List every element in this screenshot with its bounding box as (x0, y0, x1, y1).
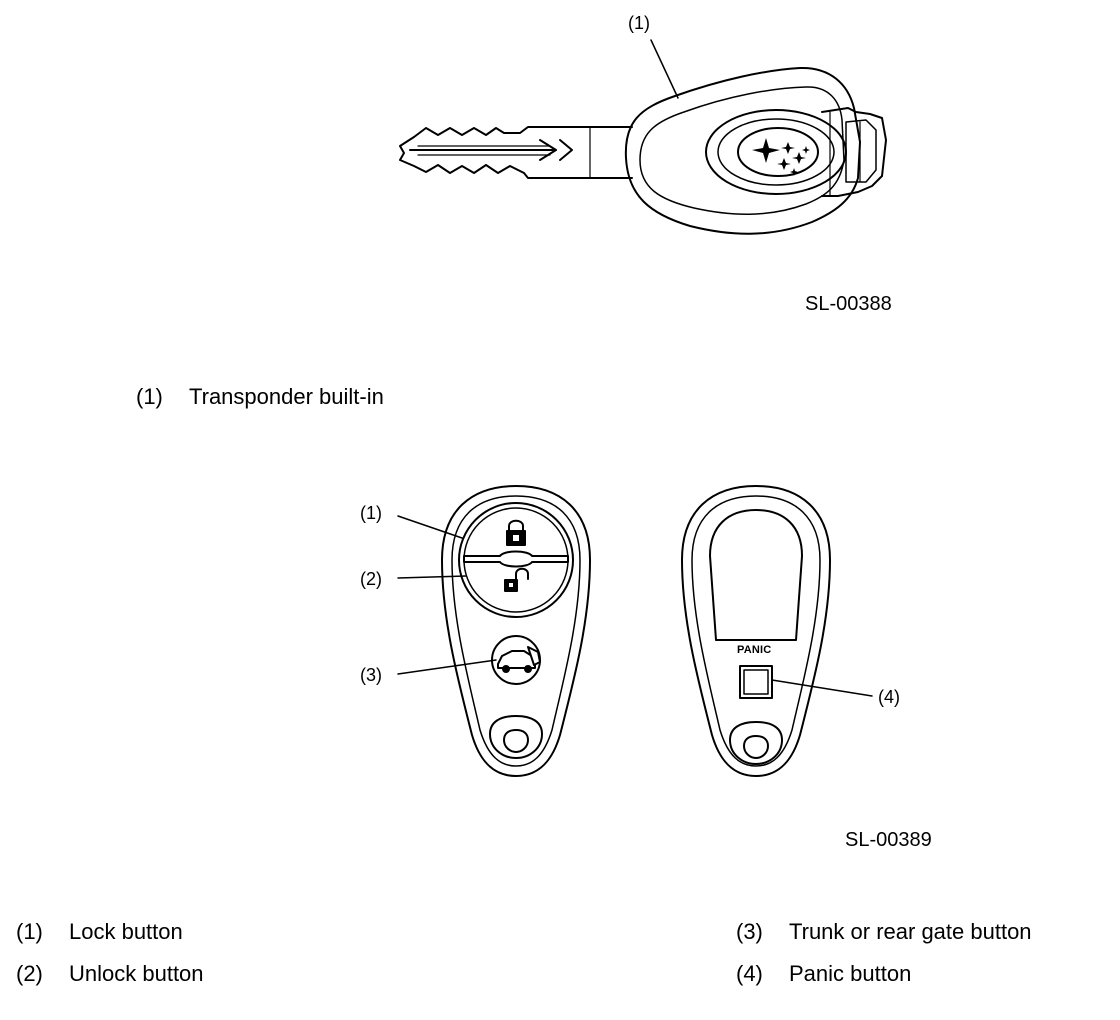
panic-button (743, 669, 769, 695)
remote-legend-num-4: (4) (736, 961, 763, 986)
remote-front-body (441, 485, 591, 777)
remote-callout-3: (3) (360, 665, 382, 685)
remote-legend-text-4: Panic button (789, 961, 912, 986)
key-legend-text-1: Transponder built-in (189, 384, 384, 409)
key-blade (399, 126, 633, 179)
remote-back (681, 485, 873, 777)
key-ring-cap (821, 107, 887, 197)
leader-3 (397, 659, 497, 675)
leader-1 (397, 515, 463, 539)
label-window (709, 509, 803, 641)
remote-legend-text-1: Lock button (69, 919, 183, 944)
remote-legend-num-3: (3) (736, 919, 763, 944)
lock-icon (506, 519, 526, 546)
button-divider-bar (463, 550, 569, 568)
panic-label: PANIC (737, 644, 772, 656)
key-leader-1 (650, 39, 679, 99)
car-trunk-icon (497, 646, 541, 673)
remote-front (397, 485, 591, 777)
remote-callout-2: (2) (360, 569, 382, 589)
remote-figure-id: SL-00389 (845, 829, 932, 851)
remote-legend-num-1: (1) (16, 919, 43, 944)
remote-legend-text-2: Unlock button (69, 961, 204, 986)
panic-button-bezel (739, 665, 773, 699)
leader-4 (771, 679, 873, 697)
remote-callout-4: (4) (878, 687, 900, 707)
key-head (624, 66, 861, 235)
emblem-stars-icon (752, 138, 810, 176)
back-key-ring-hole (729, 721, 783, 765)
key-callout-1: (1) (628, 13, 650, 33)
unlock-icon (504, 567, 529, 592)
leader-2 (397, 575, 467, 579)
front-key-ring-hole (489, 715, 543, 759)
remote-back-body (681, 485, 831, 777)
lock-unlock-button-ring (458, 502, 574, 618)
key-legend-num-1: (1) (136, 384, 163, 409)
remote-legend-text-3: Trunk or rear gate button (789, 919, 1032, 944)
remote-legend-num-2: (2) (16, 961, 43, 986)
key-figure-id: SL-00388 (805, 293, 892, 315)
remote-callout-1: (1) (360, 503, 382, 523)
